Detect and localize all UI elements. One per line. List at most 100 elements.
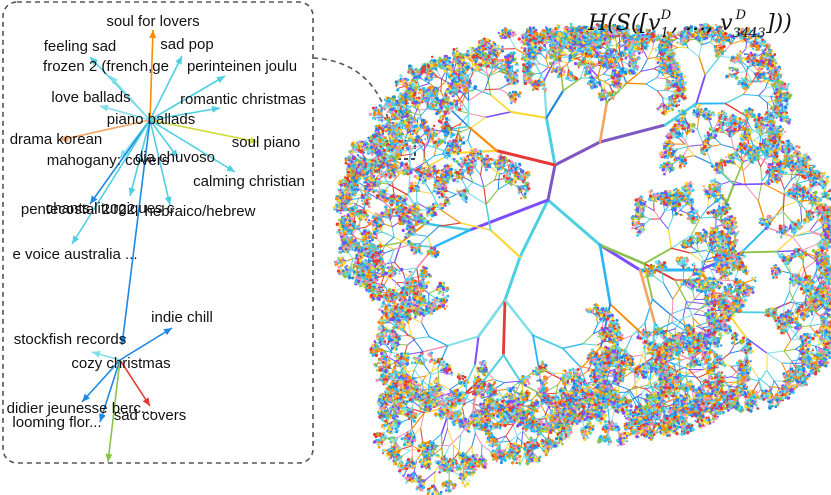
tree-edge: [467, 139, 473, 150]
tree-edge: [540, 53, 547, 60]
panel-label: indie chill: [151, 309, 213, 326]
tree-edge: [543, 79, 548, 119]
tree-edge: [487, 67, 499, 77]
tree-edge: [540, 66, 549, 74]
tree-edge: [656, 90, 664, 99]
zoom-connector: [312, 57, 393, 141]
tree-edge: [516, 437, 525, 445]
panel-edge: [149, 107, 221, 121]
tree-edge: [625, 82, 647, 85]
tree-edge: [602, 73, 611, 77]
tree-edge: [461, 407, 465, 417]
tree-edge: [418, 82, 430, 88]
tree-edge: [724, 93, 744, 105]
tree-edge: [395, 282, 402, 289]
panel-label: soul piano: [232, 134, 300, 151]
panel-label: love ballads: [51, 89, 130, 106]
panel-edge: [149, 119, 259, 143]
tree-edge: [709, 41, 716, 47]
tree-edge: [484, 88, 501, 91]
panel-edge-arrow: [105, 453, 113, 462]
panel-edge-arrow: [163, 328, 172, 336]
tree-edge: [393, 244, 410, 250]
tree-edge: [666, 89, 674, 93]
panel-edge: [99, 359, 121, 423]
tree-edge: [466, 397, 474, 405]
tree-edge: [618, 36, 621, 48]
tree-edge: [758, 88, 766, 97]
tree-edge: [640, 68, 655, 72]
tree-edge: [468, 89, 486, 102]
panel-label: calming christian: [193, 173, 305, 190]
tree-edge: [535, 59, 541, 65]
tree-edge: [518, 198, 550, 259]
panel-edge-arrow: [90, 57, 99, 66]
tree-edge: [534, 72, 542, 75]
tree-edge: [544, 116, 557, 167]
tree-edge: [467, 125, 498, 152]
tree-edge: [742, 93, 760, 97]
panel-edge-arrow: [216, 76, 225, 84]
tree-edge: [640, 58, 649, 72]
panel-edge-arrow: [249, 136, 258, 144]
panel-edge: [119, 359, 151, 407]
panel-edge-arrow: [149, 30, 157, 39]
tree-edge: [411, 336, 424, 353]
tree-edge: [704, 55, 721, 76]
panel-edge: [59, 119, 151, 141]
tree-edge: [433, 153, 443, 157]
tree-edge: [383, 223, 393, 228]
tree-edge: [509, 37, 517, 50]
tree-edge: [423, 149, 425, 164]
panel-label: drama korean: [10, 131, 103, 148]
tree-edge: [468, 198, 550, 232]
panel-edge: [121, 119, 151, 346]
panel-edge-arrow: [164, 196, 172, 205]
panel-label: looming flor...: [12, 414, 101, 431]
panel-label: feeling sad: [44, 38, 117, 55]
panel-label: dia chuvoso: [135, 149, 215, 166]
panel-edge-arrow: [60, 134, 69, 142]
tree-edge: [446, 335, 480, 347]
panel-edge: [149, 119, 236, 173]
tree-edge: [433, 147, 437, 157]
tree-edge: [566, 62, 570, 71]
panel-edge: [99, 105, 151, 121]
panel-label: stockfish records: [14, 331, 127, 348]
panel-edge: [129, 119, 151, 197]
panel-edge-arrow: [128, 187, 136, 196]
panel-edge: [89, 119, 151, 205]
panel-edge-arrow: [90, 195, 98, 204]
tree-edge: [539, 72, 542, 80]
tree-edge: [505, 424, 514, 437]
tree-edge: [400, 334, 409, 337]
tree-edge: [406, 338, 417, 346]
panel-edge-arrow: [72, 235, 80, 244]
panel-edge: [149, 55, 183, 121]
tree-edge: [598, 101, 609, 144]
tree-edge: [546, 163, 557, 202]
tree-edge: [539, 44, 546, 52]
tree-edge: [428, 336, 449, 347]
panel-edge-arrow: [119, 336, 127, 345]
tree-edge: [698, 56, 706, 76]
panel-edge: [81, 359, 121, 403]
tree-edge: [520, 452, 526, 464]
tree-edge: [647, 48, 654, 60]
tree-edge: [422, 344, 449, 353]
tree-edge: [698, 44, 703, 58]
tree-edge: [415, 336, 430, 340]
tree-edge: [484, 111, 512, 119]
tree-edge: [546, 198, 602, 247]
tree-edge: [499, 88, 509, 95]
tree-edge: [662, 97, 669, 100]
panel-edge: [149, 29, 154, 121]
tree-edge: [645, 77, 658, 85]
panel-label: chants liturgiques c: [46, 200, 175, 217]
tree-edge: [543, 56, 557, 82]
tree-edge: [656, 77, 667, 80]
panel-label: soul for lovers: [106, 13, 199, 30]
tree-edge: [560, 54, 568, 56]
